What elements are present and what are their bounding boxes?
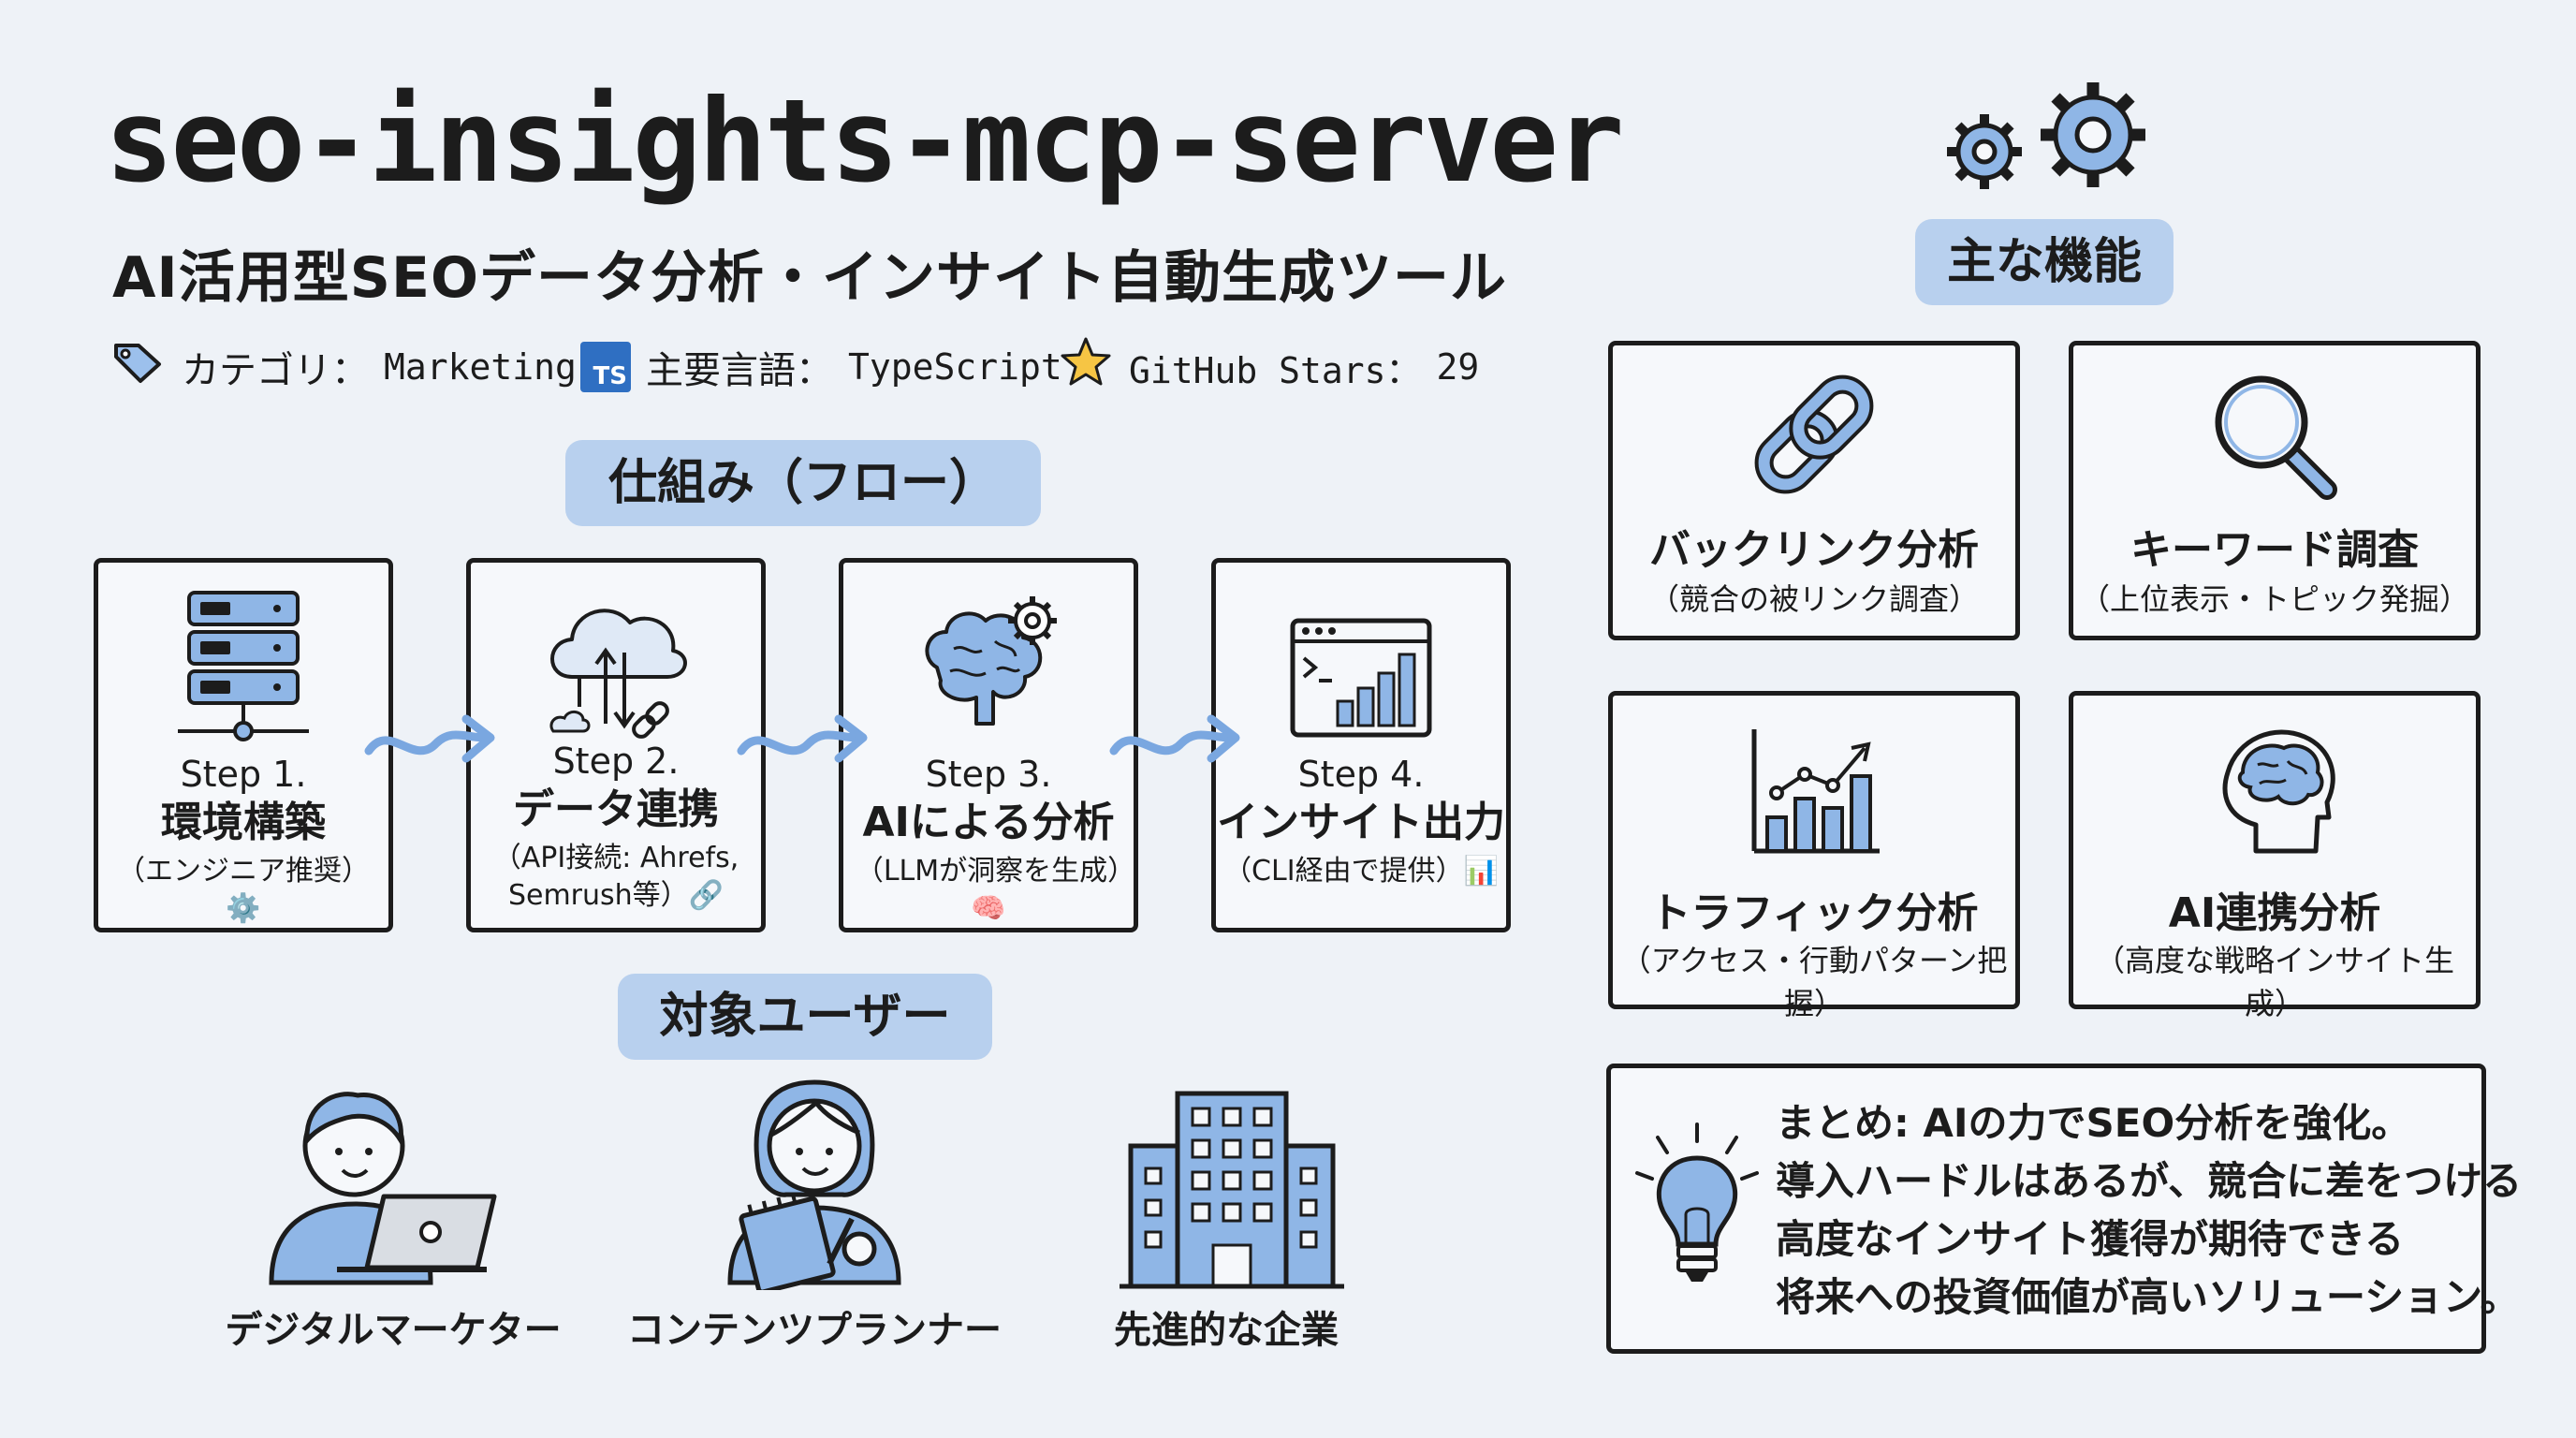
step-label: Step 1.	[180, 754, 307, 795]
server-icon	[98, 583, 388, 761]
star-icon	[1058, 335, 1114, 399]
summary-box: まとめ: AIの力でSEO分析を強化。 導入ハードルはあるが、競合に差をつける …	[1606, 1064, 2522, 1354]
marketer-icon	[253, 1065, 515, 1290]
typescript-icon: TS	[580, 342, 631, 392]
gears-icon	[1936, 77, 2160, 198]
step-name: 環境構築	[161, 799, 326, 846]
flow-step-3: Step 3. AIによる分析 （LLMが洞察を生成）🧠	[839, 558, 1138, 932]
feature-desc: （アクセス・行動パターン把握）	[1620, 943, 2008, 1021]
feature-name: AI連携分析	[2168, 889, 2381, 937]
category-label: カテゴリ：	[182, 349, 369, 392]
cloud-link-icon	[471, 583, 761, 761]
category-value: Marketing	[384, 346, 577, 388]
flow-arrow-2	[737, 714, 868, 763]
feature-desc: （上位表示・トピック発掘）	[2079, 581, 2469, 617]
feature-name: トラフィック分析	[1649, 889, 1979, 937]
user-label-marketer: デジタルマーケター	[225, 1309, 562, 1352]
step-name: インサイト出力	[1217, 799, 1505, 846]
language-value: TypeScript	[848, 346, 1062, 388]
flow-step-2: Step 2. データ連携 （API接続: Ahrefs, Semrush等）🔗	[466, 558, 766, 932]
lightbulb-icon	[1632, 1121, 1763, 1312]
step-label: Step 4.	[1297, 754, 1425, 795]
step-note: （CLI経由で提供）📊	[1223, 855, 1499, 888]
chain-link-icon	[1613, 364, 2015, 505]
feature-name: キーワード調査	[2130, 526, 2419, 574]
stars-value: 29	[1436, 346, 1480, 388]
summary-text: まとめ: AIの力でSEO分析を強化。 導入ハードルはあるが、競合に差をつける …	[1776, 1094, 2522, 1327]
stars-label: GitHub Stars：	[1129, 349, 1422, 391]
flow-arrow-1	[364, 714, 495, 763]
feature-card-ai: AI連携分析 （高度な戦略インサイト生成）	[2069, 691, 2481, 1021]
feature-desc: （高度な戦略インサイト生成）	[2094, 943, 2454, 1021]
page-subtitle: AI活用型SEOデータ分析・インサイト自動生成ツール	[112, 245, 1507, 311]
step-name: AIによる分析	[862, 799, 1115, 846]
feature-card-traffic: トラフィック分析 （アクセス・行動パターン把握）	[1608, 691, 2020, 1021]
stars-meta: GitHub Stars： 29	[1058, 337, 1480, 395]
feature-desc: （競合の被リンク調査）	[1648, 581, 1979, 617]
summary-line: まとめ: AIの力でSEO分析を強化。	[1776, 1100, 2411, 1146]
flow-arrow-3	[1109, 714, 1240, 763]
user-label-planner: コンテンツプランナー	[627, 1309, 1002, 1352]
brain-gear-icon	[843, 583, 1134, 761]
step-note: （LLMが洞察を生成）🧠	[855, 855, 1122, 925]
magnifier-icon	[2073, 364, 2476, 505]
feature-card-backlink: バックリンク分析 （競合の被リンク調査）	[1608, 341, 2020, 640]
language-meta: TS 主要言語： TypeScript	[580, 339, 1062, 395]
category-meta: カテゴリ： Marketing	[110, 339, 577, 395]
summary-line: 導入ハードルはあるが、競合に差をつける	[1776, 1158, 2523, 1204]
summary-line: 高度なインサイト獲得が期待できる	[1776, 1216, 2405, 1262]
summary-line: 将来への投資価値が高いソリューション。	[1776, 1274, 2520, 1320]
bar-trend-icon	[1613, 720, 2015, 860]
language-label: 主要言語：	[646, 349, 833, 392]
page-title: seo-insights-mcp-server	[105, 75, 1624, 208]
flow-step-1: Step 1. 環境構築 （エンジニア推奨）⚙️	[94, 558, 393, 932]
feature-card-keyword: キーワード調査 （上位表示・トピック発掘）	[2069, 341, 2481, 640]
step-label: Step 2.	[552, 741, 680, 782]
flow-step-4: Step 4. インサイト出力 （CLI経由で提供）📊	[1211, 558, 1511, 932]
step-name: データ連携	[513, 785, 719, 833]
step-note: （エンジニア推奨）⚙️	[117, 855, 370, 925]
user-label-enterprise: 先進的な企業	[1114, 1309, 1339, 1352]
features-heading: 主な機能	[1915, 219, 2174, 305]
users-heading: 対象ユーザー	[618, 974, 992, 1060]
terminal-chart-icon	[1216, 583, 1506, 761]
step-note: （API接続: Ahrefs, Semrush等）🔗	[492, 842, 739, 912]
tag-icon	[110, 338, 167, 396]
step-label: Step 3.	[925, 754, 1052, 795]
flow-heading: 仕組み（フロー）	[565, 440, 1041, 526]
head-brain-icon	[2073, 720, 2476, 860]
building-icon	[1120, 1086, 1344, 1292]
planner-icon	[711, 1065, 917, 1295]
feature-name: バックリンク分析	[1649, 526, 1979, 574]
